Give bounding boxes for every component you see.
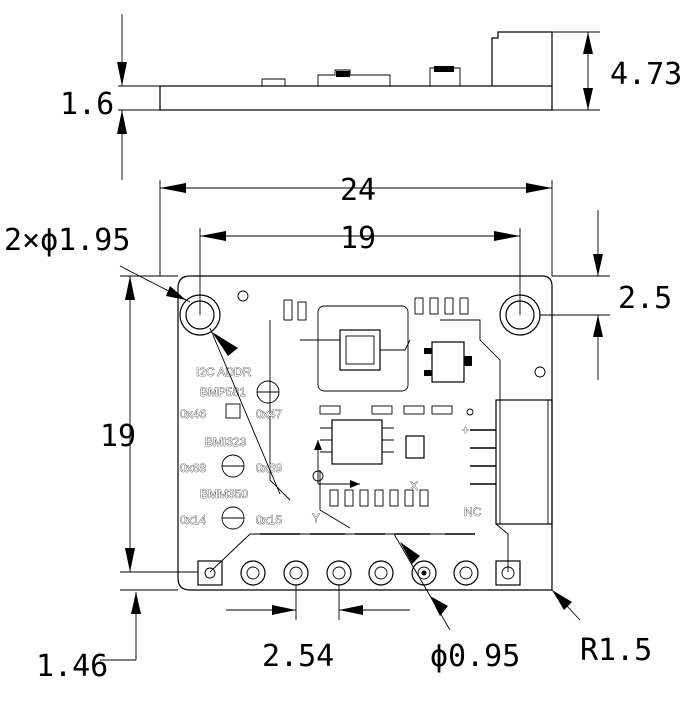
axis-x-label: X (410, 479, 418, 493)
bmp581-label: BMP581 (200, 385, 246, 399)
pin-hole-label: ϕ0.95 (430, 639, 520, 674)
hole-spacing-dimension (199, 228, 521, 315)
pin-1-square-pad (197, 560, 223, 586)
hole-diameter-label: 2×ϕ1.95 (4, 223, 130, 258)
axis-y-label: Y (312, 511, 320, 525)
radius-label: R1.5 (580, 633, 652, 668)
side-components (261, 67, 461, 86)
width-dimension (159, 180, 553, 276)
bmm350-label: BMM350 (200, 487, 248, 501)
bmp581-addr-right: 0x47 (256, 407, 282, 421)
small-chip (405, 435, 425, 459)
bmp581-addr-left: 0x46 (180, 407, 206, 421)
bmp581-chip (300, 305, 411, 392)
hole-spacing-label: 19 (340, 221, 376, 256)
nc-label: NC (464, 505, 482, 519)
hole-leader (119, 265, 281, 495)
vias (237, 290, 546, 482)
axis-indicator (314, 440, 360, 488)
bottom-offset-dimension (100, 589, 178, 661)
bmi323-label: BMI323 (205, 435, 247, 449)
jst-connector (470, 399, 553, 525)
thickness-label: 1.6 (60, 87, 114, 122)
side-chip (336, 71, 350, 77)
side-view (117, 14, 600, 180)
passives (283, 297, 469, 507)
side-height-label: 4.73 (610, 57, 682, 92)
bmi323-chip (320, 419, 394, 465)
bmi323-addr-left: 0x68 (180, 461, 206, 475)
plus-label: + (462, 423, 469, 437)
hole-offset-dimension (540, 210, 610, 380)
bmm350-addr-left: 0x14 (180, 513, 206, 527)
pin-hole-leader (393, 533, 451, 631)
width-label: 24 (340, 173, 376, 208)
hole-offset-label: 2.5 (618, 281, 672, 316)
board-outline (177, 275, 553, 591)
side-chip-2 (434, 66, 454, 72)
pitch-label: 2.54 (262, 639, 334, 674)
bottom-offset-label: 1.46 (36, 649, 108, 684)
traces (209, 319, 509, 573)
i2c-addr-label: I2C ADDR (196, 365, 252, 379)
jumper-pads (221, 380, 280, 530)
regulator (424, 341, 472, 383)
radius-leader (551, 589, 581, 621)
bmm350-addr-right: 0x15 (256, 513, 282, 527)
side-board (159, 85, 553, 111)
height-dimension (120, 275, 198, 573)
pitch-dimension (226, 585, 410, 620)
height-label: 19 (100, 419, 136, 454)
header-pins (197, 560, 521, 586)
side-connector (491, 31, 553, 86)
